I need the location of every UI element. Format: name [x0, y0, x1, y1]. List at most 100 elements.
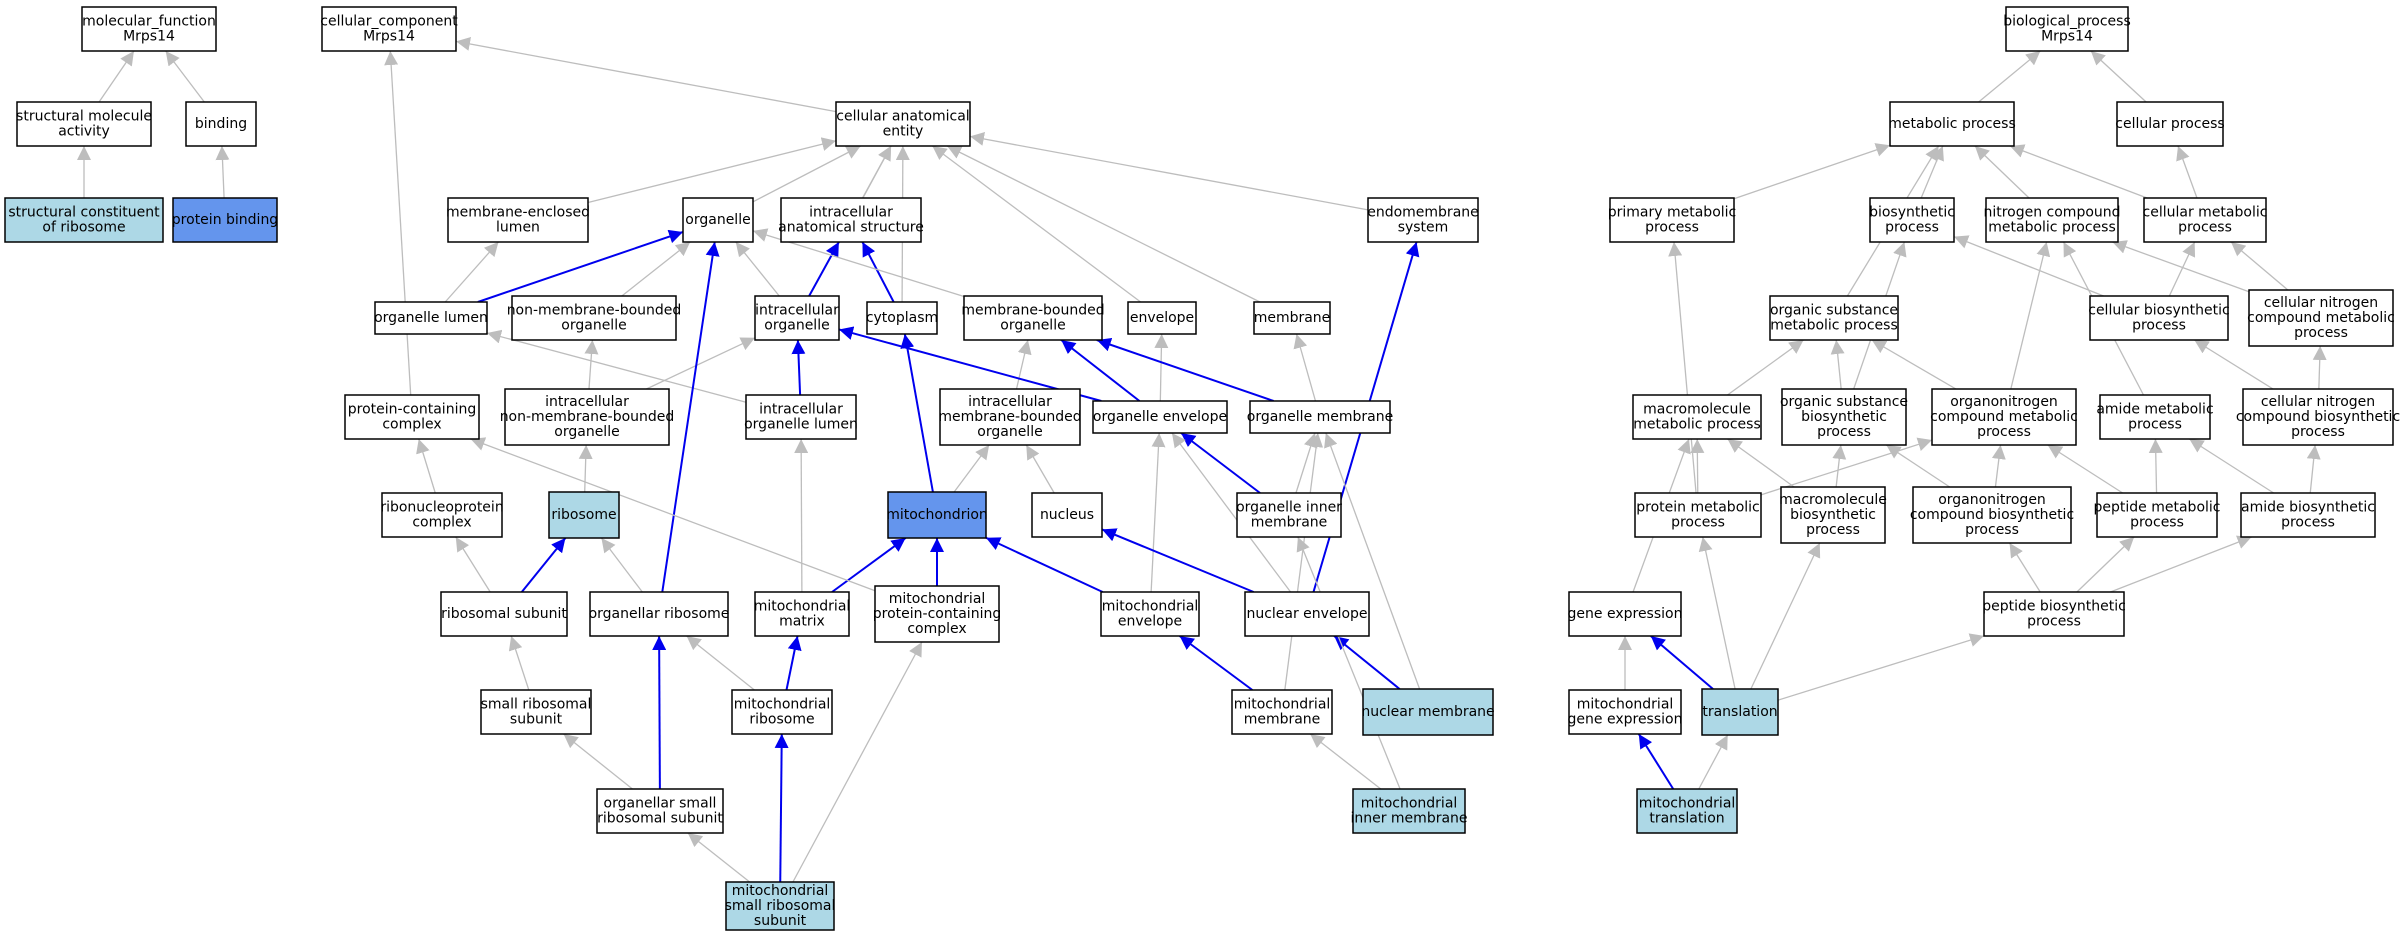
node-inmbo[interactable]: intracellularnon-membrane-boundedorganel…	[500, 388, 675, 446]
node-box	[1985, 197, 2119, 243]
node-box	[511, 295, 677, 341]
node-membrane[interactable]: membrane	[1253, 301, 1331, 335]
node-label: intracellular	[755, 303, 839, 319]
edge-transl-to-gexp	[1650, 635, 1714, 690]
node-olumen[interactable]: organelle lumen	[374, 301, 488, 335]
edge-cbp-to-bioproc	[1953, 235, 2104, 297]
edge-cncbp-to-cncmp	[2312, 345, 2327, 390]
node-box	[381, 492, 503, 538]
node-label: mitochondrial	[754, 599, 851, 615]
node-box	[874, 585, 1000, 643]
node-label: organonitrogen	[1950, 394, 2058, 410]
node-omem[interactable]: organelle membrane	[1247, 400, 1393, 434]
node-nenv[interactable]: nuclear envelope	[1244, 591, 1370, 637]
edge-onbp-to-onmp	[1991, 444, 2006, 488]
node-cyto[interactable]: cytoplasm	[866, 301, 938, 335]
node-label: Mrps14	[123, 29, 175, 45]
node-label: compound biosynthetic	[2236, 409, 2400, 425]
node-label: mitochondrial	[1577, 697, 1674, 713]
node-rsub[interactable]: ribosomal subunit	[440, 591, 568, 637]
edge-mmp-to-osmp	[1727, 339, 1804, 396]
node-box	[440, 591, 568, 637]
node-label: Mrps14	[2041, 29, 2093, 45]
node-label: biological_process	[2003, 14, 2131, 30]
edge-nmem-to-omem	[1324, 432, 1421, 690]
node-transl[interactable]: translation	[1701, 688, 1779, 736]
node-box	[4, 197, 164, 243]
node-label: mitochondrion	[886, 507, 988, 523]
node-gexp[interactable]: gene expression	[1568, 591, 1683, 637]
node-nmem[interactable]: nuclear membrane	[1361, 688, 1495, 736]
node-nucleus[interactable]: nucleus	[1031, 492, 1103, 538]
node-ribosome[interactable]: ribosome	[548, 491, 620, 539]
node-box	[1231, 689, 1333, 735]
edge-pepmp-to-onmp	[2047, 444, 2124, 494]
edge-pcc-to-cc	[384, 50, 412, 396]
edge-olumen-to-organelle	[477, 229, 684, 303]
edge-cbp-to-cmp	[2168, 241, 2196, 297]
node-oenv[interactable]: organelle envelope	[1092, 400, 1228, 434]
edge-mel-to-cae	[587, 137, 837, 204]
node-label: membrane	[1254, 310, 1331, 326]
node-metab[interactable]: metabolic process	[1888, 101, 2016, 147]
node-binding[interactable]: binding	[185, 101, 257, 147]
node-envelope[interactable]: envelope	[1127, 301, 1197, 335]
node-pbind[interactable]: protein binding	[172, 197, 278, 243]
node-cellproc[interactable]: cellular process	[2115, 101, 2225, 147]
node-orib[interactable]: organellar ribosome	[589, 591, 730, 637]
node-label: protein metabolic	[1636, 500, 1759, 516]
node-box	[447, 197, 589, 243]
node-mito[interactable]: mitochondrion	[886, 491, 988, 539]
edge-binding-to-mf	[165, 50, 205, 103]
node-label: entity	[883, 124, 924, 140]
node-organelle[interactable]: organelle	[682, 197, 754, 243]
